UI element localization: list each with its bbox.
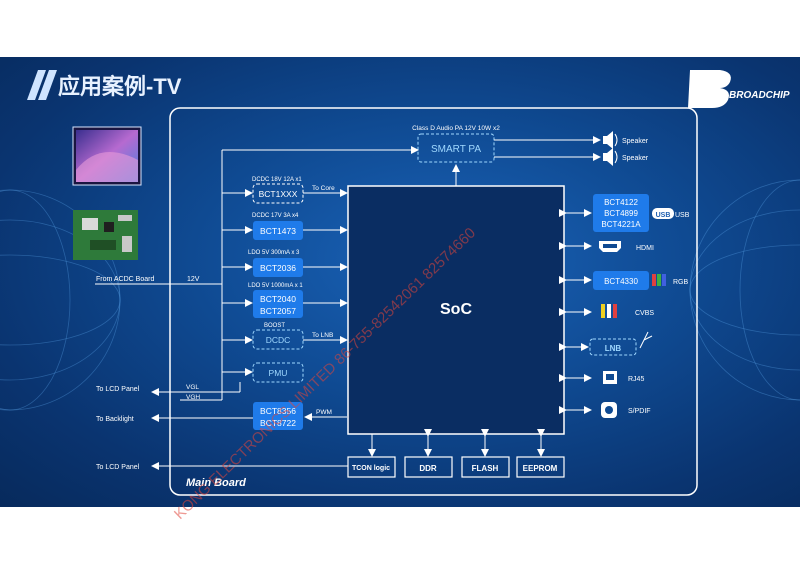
pmu-block: [252, 362, 304, 383]
speaker-1-label: Speaker: [622, 138, 649, 145]
speaker-2-label: Speaker: [622, 155, 649, 162]
rj45-label: RJ45: [628, 376, 644, 383]
pwm-label: PWM: [316, 409, 332, 416]
lnb-label: LNB: [605, 344, 622, 353]
bottom-block-label: TCON logic: [352, 465, 390, 472]
hdmi-label: HDMI: [636, 245, 654, 252]
lnb-interface: LNB: [559, 331, 653, 356]
bottom-block-eeprom: EEPROM: [516, 429, 565, 478]
bct1473-caption: DCDC 17V 3A x4: [252, 213, 299, 219]
vgh-label: VGH: [186, 394, 200, 401]
spdif-label: S/PDIF: [628, 408, 651, 415]
to-core-label: To Core: [312, 185, 335, 192]
cvbs-label: CVBS: [635, 310, 654, 317]
cvbs-connector-icon: [601, 304, 617, 318]
main-board-label: Main Board: [186, 477, 246, 489]
bottom-block-label: DDR: [419, 464, 437, 473]
usb-badge: USB: [656, 212, 671, 219]
cvbs-interface: CVBS: [559, 304, 654, 318]
rgb-interface: BCT4330 RGB: [559, 271, 689, 290]
usb-interface: BCT4122 BCT4899 BCT4221A USB USB: [559, 194, 690, 232]
dcdc-block: [252, 329, 304, 350]
usb-icon: [652, 208, 674, 219]
speaker-icon: [603, 148, 618, 166]
bottom-block-flash: FLASH: [461, 429, 510, 478]
broadchip-logo: BROADCHIP: [688, 70, 790, 108]
bct1473-block: [253, 221, 303, 240]
antenna-icon: [639, 331, 653, 349]
bottom-block-label: FLASH: [472, 464, 499, 473]
usb-chip-1: BCT4122: [604, 198, 638, 207]
bct1xxx-block: [252, 183, 304, 204]
bct2040-caption: LDO 5V 1000mA x 1: [248, 283, 303, 289]
rj45-interface: RJ45: [559, 371, 644, 384]
bct2040-label: BCT2040: [260, 294, 296, 304]
bct1xxx-label: BCT1XXX: [259, 189, 298, 199]
speaker-icon: [603, 131, 618, 149]
bct2036-block: [253, 258, 303, 277]
pmu-label: PMU: [269, 368, 288, 378]
globe-right-decoration: [689, 179, 800, 401]
power-input-voltage: 12V: [187, 276, 200, 283]
bottom-block-label: EEPROM: [523, 464, 558, 473]
rgb-chip-label: BCT4330: [604, 277, 638, 286]
bct2057-label: BCT2057: [260, 306, 296, 316]
logo-wordmark: BROADCHIP: [729, 90, 790, 101]
to-backlight-label: To Backlight: [96, 416, 134, 423]
rgb-connector-icon: [652, 274, 666, 286]
to-lnb-label: To LNB: [312, 332, 333, 339]
title-slash-icon: [27, 70, 57, 100]
bct2036-label: BCT2036: [260, 263, 296, 273]
smart-pa-caption: Class D Audio PA 12V 10W x2: [412, 125, 500, 132]
bct1xxx-caption: DCDC 18V 12A x1: [252, 177, 302, 183]
pcb-board-image: [73, 210, 138, 260]
bct8722-label: BCT8722: [260, 418, 296, 428]
usb-label: USB: [675, 212, 690, 219]
slide-title: 应用案例-TV: [58, 74, 182, 99]
usb-chip-3: BCT4221A: [601, 220, 641, 229]
bct2036-caption: LDO 5V 300mA x 3: [248, 250, 300, 256]
tv-image: [72, 126, 142, 186]
to-lcd-panel-1: To LCD Panel: [96, 386, 140, 393]
soc-label: SoC: [440, 301, 472, 318]
bct2040-block: [253, 290, 303, 318]
to-lcd-panel-2: To LCD Panel: [96, 464, 140, 471]
usb-chip-2: BCT4899: [604, 209, 638, 218]
hdmi-interface: HDMI: [559, 241, 654, 252]
smart-pa-label: SMART PA: [431, 144, 481, 155]
bottom-block-tcon: TCON logic: [347, 434, 396, 478]
vgl-label: VGL: [186, 384, 199, 391]
bottom-block-ddr: DDR: [404, 429, 453, 478]
boost-caption: BOOST: [264, 323, 285, 329]
soc-block: [347, 185, 565, 435]
spdif-interface: S/PDIF: [559, 402, 651, 418]
bct1473-label: BCT1473: [260, 226, 296, 236]
globe-left-decoration: [0, 189, 121, 411]
rgb-label: RGB: [673, 279, 689, 286]
dcdc-label: DCDC: [266, 335, 291, 345]
power-input-label: From ACDC Board: [96, 276, 154, 283]
main-board-outline: [169, 107, 698, 496]
bct8356-label: BCT8356: [260, 406, 296, 416]
bct8356-block: [253, 402, 303, 430]
